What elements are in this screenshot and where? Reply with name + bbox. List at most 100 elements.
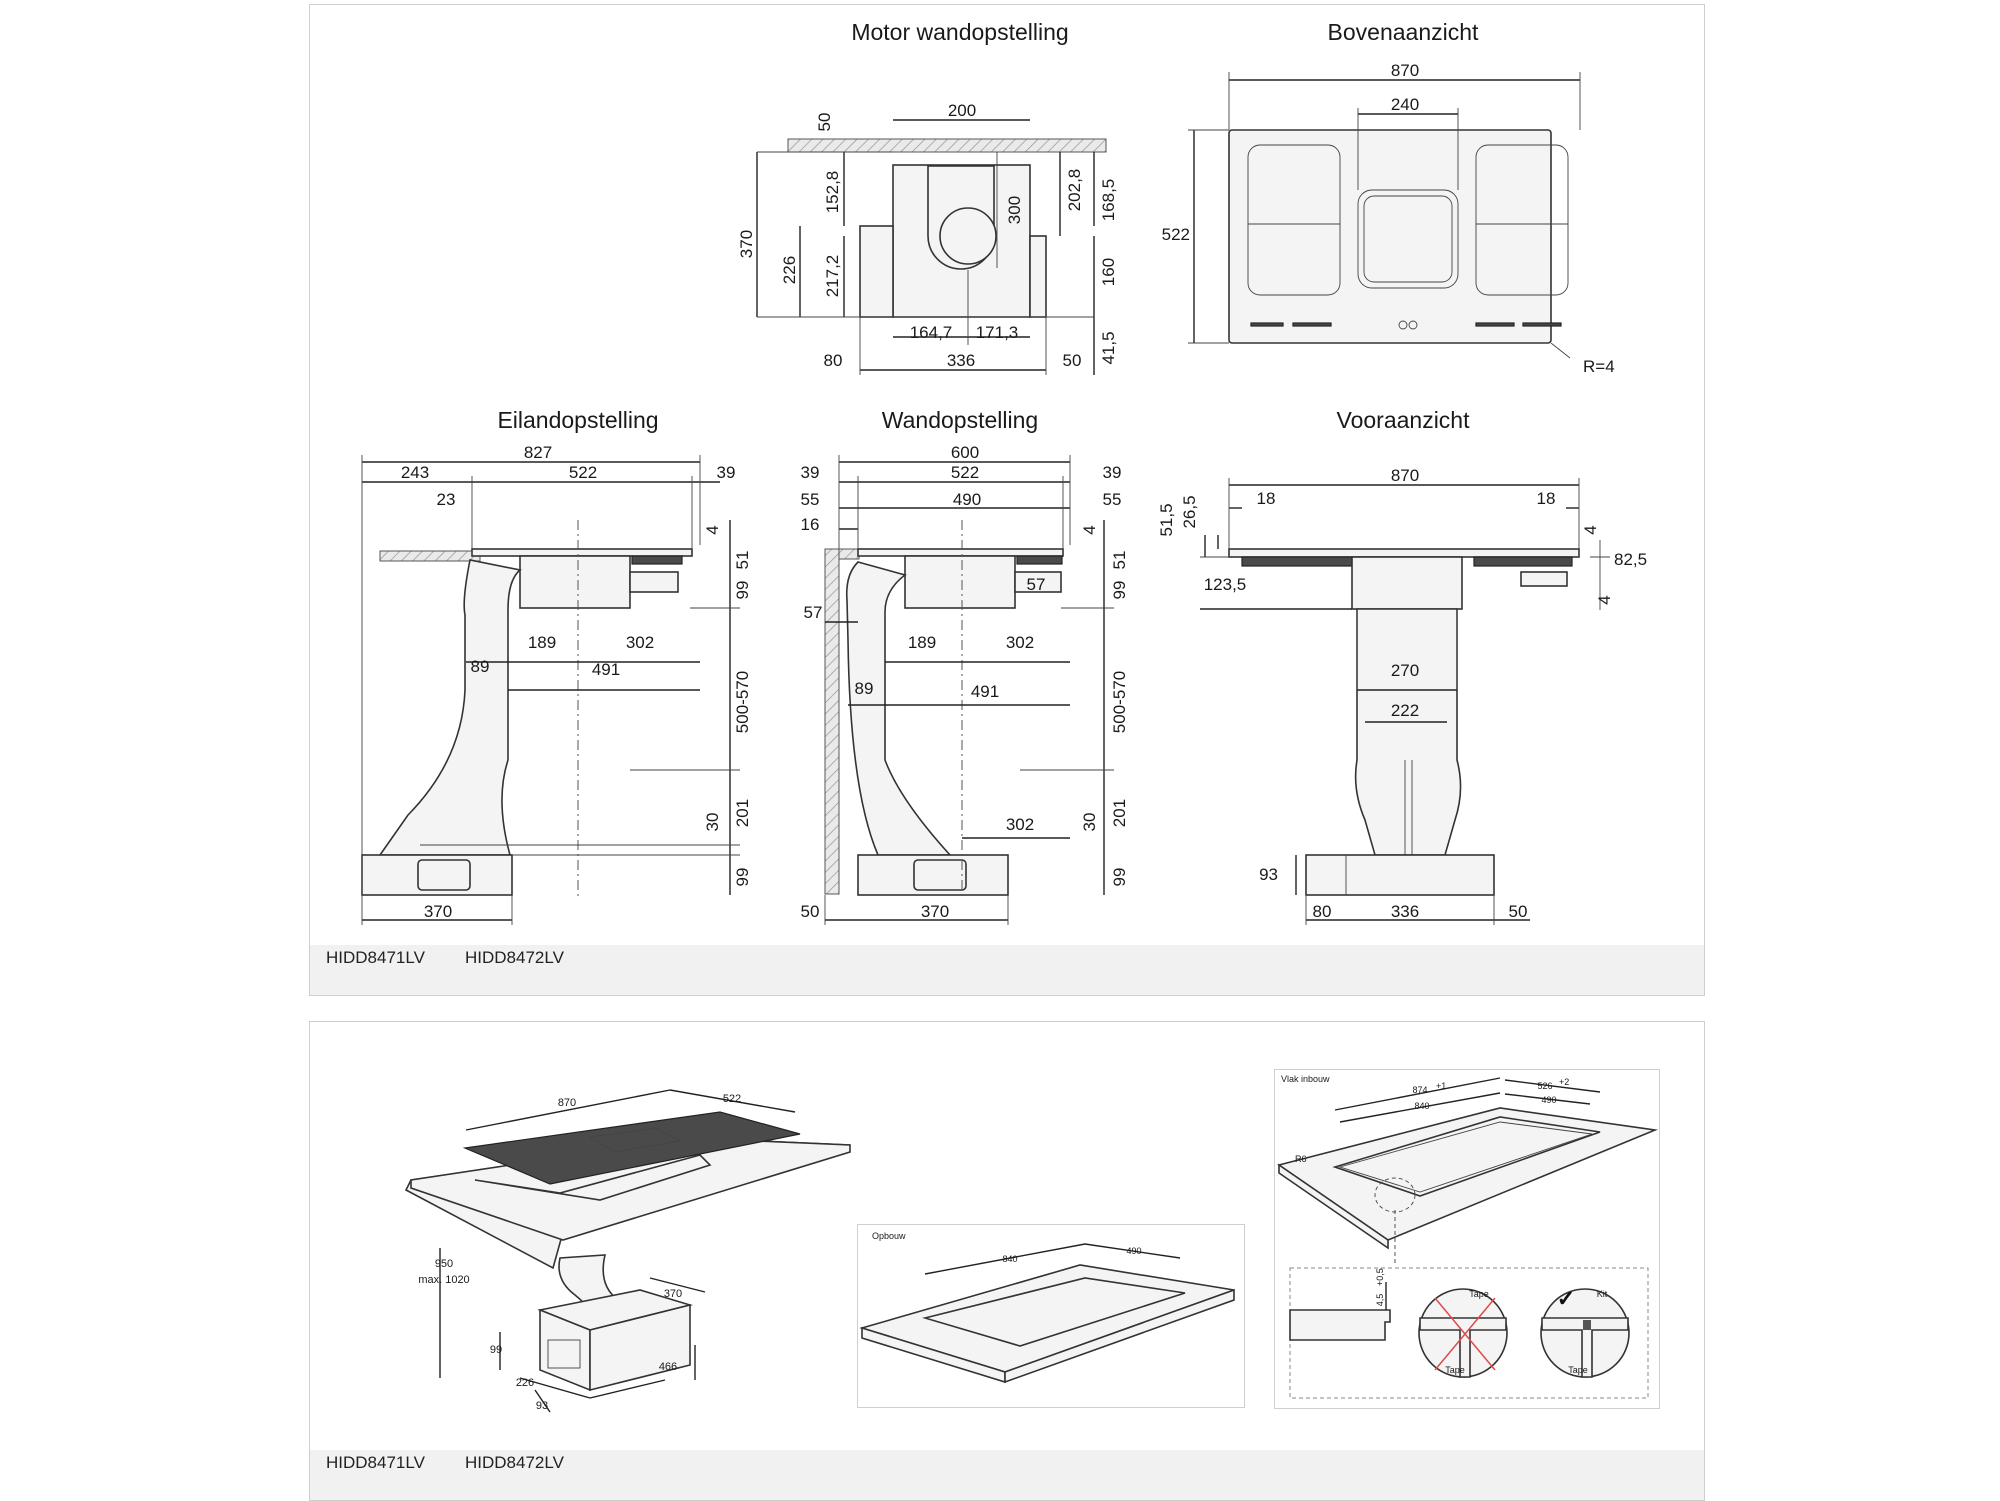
svg-text:491: 491: [971, 682, 999, 701]
svg-text:370: 370: [664, 1288, 682, 1300]
svg-text:500-570: 500-570: [733, 671, 752, 733]
wall-view: Wandopstelling 600 39 522 39 5: [801, 407, 1129, 925]
svg-text:99: 99: [1110, 581, 1129, 600]
svg-text:189: 189: [908, 633, 936, 652]
svg-text:+1: +1: [1436, 1081, 1446, 1091]
model-code-1: HIDD8471LV: [326, 1453, 425, 1472]
svg-text:152,8: 152,8: [823, 171, 842, 214]
hob-outline: [1228, 129, 1552, 344]
hob-plate: [1228, 548, 1580, 558]
svg-text:51,5: 51,5: [1157, 503, 1176, 536]
opbouw-view: Opbouw 840 490: [859, 1231, 1235, 1384]
svg-text:41,5: 41,5: [1099, 331, 1118, 364]
duct: [1354, 608, 1462, 856]
cutout: [921, 1277, 1186, 1347]
cassette: [519, 555, 631, 609]
cassette: [904, 555, 1016, 609]
island-view: Eilandopstelling 827 243 522: [361, 407, 752, 925]
svg-text:39: 39: [801, 463, 820, 482]
svg-text:51: 51: [1110, 551, 1129, 570]
svg-text:4: 4: [1595, 595, 1614, 604]
svg-text:490: 490: [1126, 1246, 1141, 1256]
svg-text:302: 302: [1006, 633, 1034, 652]
svg-text:202,8: 202,8: [1065, 169, 1084, 212]
svg-text:522: 522: [1162, 225, 1190, 244]
svg-text:57: 57: [1027, 575, 1046, 594]
svg-text:490: 490: [953, 490, 981, 509]
svg-text:123,5: 123,5: [1204, 575, 1247, 594]
view-title: Opbouw: [872, 1231, 906, 1241]
svg-text:4: 4: [1581, 525, 1600, 534]
svg-text:522: 522: [569, 463, 597, 482]
motor-left-flange: [859, 225, 894, 318]
duct: [378, 559, 522, 856]
svg-text:200: 200: [948, 101, 976, 120]
svg-text:526: 526: [1537, 1081, 1552, 1091]
svg-text:57: 57: [804, 603, 823, 622]
motor-view: Motor wandopstelling 50 200 152,8 300 20…: [737, 19, 1118, 375]
svg-text:222: 222: [1391, 701, 1419, 720]
worktop-left: [379, 550, 481, 562]
front-view: Vooraanzicht 870 51,5 26,5 18: [1157, 407, 1647, 925]
svg-text:336: 336: [947, 351, 975, 370]
svg-text:189: 189: [528, 633, 556, 652]
svg-text:23: 23: [437, 490, 456, 509]
svg-text:201: 201: [733, 799, 752, 827]
svg-text:226: 226: [780, 256, 799, 284]
svg-text:39: 39: [717, 463, 736, 482]
svg-text:50: 50: [1063, 351, 1082, 370]
svg-text:93: 93: [1259, 865, 1278, 884]
svg-text:870: 870: [1391, 61, 1419, 80]
svg-text:490: 490: [1541, 1095, 1556, 1105]
svg-text:99: 99: [490, 1344, 502, 1356]
svg-text:50: 50: [801, 902, 820, 921]
svg-text:16: 16: [801, 515, 820, 534]
recess: [1332, 1116, 1601, 1197]
hob-plate: [857, 548, 1064, 557]
hob-glass: [462, 1111, 801, 1185]
model-code-2: HIDD8472LV: [465, 1453, 564, 1472]
svg-text:Tape: Tape: [1568, 1365, 1588, 1375]
svg-text:217,2: 217,2: [823, 255, 842, 298]
svg-text:Tape: Tape: [1445, 1365, 1465, 1375]
svg-text:82,5: 82,5: [1614, 550, 1647, 569]
svg-text:39: 39: [1103, 463, 1122, 482]
view-title: Wandopstelling: [882, 407, 1038, 433]
svg-text:4,5: 4,5: [1375, 1294, 1385, 1307]
svg-text:max. 1020: max. 1020: [418, 1274, 469, 1286]
svg-text:164,7: 164,7: [910, 323, 953, 342]
model-code-2: HIDD8472LV: [465, 948, 564, 967]
section-detail: [1289, 1309, 1391, 1341]
svg-text:99: 99: [1110, 868, 1129, 887]
svg-text:201: 201: [1110, 799, 1129, 827]
svg-text:30: 30: [1080, 813, 1099, 832]
svg-text:R6: R6: [1295, 1154, 1307, 1164]
svg-text:R=4: R=4: [1583, 357, 1615, 376]
svg-text:30: 30: [703, 813, 722, 832]
isometric-view: 870 522 950 max. 1020 370 99 466 226 93: [404, 1089, 851, 1413]
svg-text:Kit: Kit: [1597, 1289, 1608, 1299]
svg-text:93: 93: [536, 1400, 548, 1412]
svg-text:80: 80: [1313, 902, 1332, 921]
view-title: Vlak inbouw: [1281, 1074, 1330, 1084]
svg-text:99: 99: [733, 581, 752, 600]
cassette: [1351, 556, 1463, 610]
wall-ceiling: [787, 138, 1107, 153]
svg-text:243: 243: [401, 463, 429, 482]
svg-text:51: 51: [733, 551, 752, 570]
view-title: Vooraanzicht: [1337, 407, 1471, 433]
svg-text:55: 55: [1103, 490, 1122, 509]
svg-text:522: 522: [951, 463, 979, 482]
svg-text:840: 840: [1414, 1101, 1429, 1111]
check-icon: ✓: [1557, 1286, 1575, 1311]
svg-text:171,3: 171,3: [976, 323, 1019, 342]
svg-text:870: 870: [1391, 466, 1419, 485]
top-view: Bovenaanzicht 870 240 522 R=4: [1162, 19, 1615, 376]
svg-text:522: 522: [723, 1093, 741, 1105]
svg-text:840: 840: [1002, 1254, 1017, 1264]
svg-text:160: 160: [1099, 258, 1118, 286]
top-footer-strip: [310, 945, 1704, 995]
svg-text:4: 4: [703, 525, 722, 534]
svg-text:26,5: 26,5: [1180, 495, 1199, 528]
svg-text:18: 18: [1257, 489, 1276, 508]
